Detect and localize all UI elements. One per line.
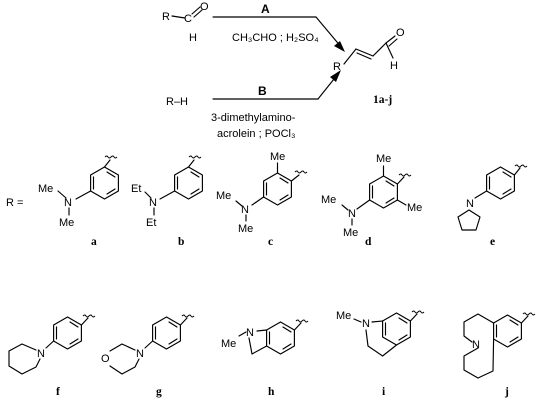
label-f: f	[56, 386, 60, 398]
a-me-2: Me	[59, 217, 74, 229]
reactant-aldehyde: R C O H	[162, 1, 209, 44]
substituent-d: Me Me N Me Me d	[321, 153, 422, 248]
r-equals-label: R =	[6, 197, 23, 209]
c-n: N	[241, 204, 249, 216]
product-h: H	[390, 60, 398, 72]
substituent-a: N Me Me a	[38, 155, 119, 248]
g-n: N	[136, 348, 144, 360]
aldehyde-r: R	[162, 11, 170, 23]
substituent-g: N O g	[101, 314, 195, 398]
h-n: N	[246, 327, 254, 339]
route-b-conditions-line2: acrolein ; POCl₃	[217, 128, 295, 140]
h-me: Me	[221, 338, 236, 350]
route-b-conditions-line1: 3-dimethylamino-	[211, 112, 296, 124]
d-me-n-1: Me	[321, 194, 336, 206]
c-me-n-1: Me	[216, 190, 231, 202]
label-a: a	[91, 236, 97, 248]
route-a-label: A	[261, 2, 270, 16]
label-i: i	[382, 386, 386, 398]
substituent-h: N Me h	[221, 319, 309, 398]
a-me-1: Me	[38, 183, 53, 195]
route-a-conditions: CH₃CHO ; H₂SO₄	[232, 32, 319, 44]
c-me-n-2: Me	[238, 223, 253, 235]
substituent-b: N Et Et b	[131, 155, 203, 248]
route-a-arrow-bend	[315, 16, 343, 49]
route-a: A CH₃CHO ; H₂SO₄	[212, 2, 345, 52]
i-me: Me	[336, 310, 351, 322]
substituent-f: N f	[8, 314, 96, 398]
label-b: b	[178, 236, 184, 248]
f-n: N	[37, 348, 45, 360]
label-g: g	[156, 386, 162, 398]
label-h: h	[268, 386, 275, 398]
g-o: O	[101, 353, 110, 365]
route-b-arrowhead	[330, 70, 341, 82]
substituent-e: N e	[457, 164, 528, 248]
product-o: O	[396, 27, 405, 39]
product-enal: R O H 1a-j	[333, 27, 405, 106]
b-et-1: Et	[131, 183, 141, 195]
j-n: N	[472, 339, 480, 351]
route-a-arrowhead	[334, 41, 345, 52]
b-et-2: Et	[146, 217, 156, 229]
route-b: R–H B 3-dimethylamino- acrolein ; POCl₃	[166, 70, 341, 140]
substituent-i: N Me i	[336, 310, 425, 398]
d-me-top: Me	[376, 153, 391, 165]
aldehyde-o: O	[200, 1, 209, 13]
product-r: R	[333, 61, 341, 73]
a-n: N	[64, 197, 72, 209]
label-j: j	[504, 386, 509, 398]
d-me-right: Me	[407, 202, 422, 214]
i-n: N	[362, 318, 370, 330]
label-d: d	[365, 236, 372, 248]
c-me-ring: Me	[270, 151, 285, 163]
d-me-n-2: Me	[343, 227, 358, 239]
aldehyde-h: H	[189, 32, 197, 44]
reactant-rh: R–H	[166, 96, 188, 108]
b-n: N	[149, 197, 157, 209]
label-e: e	[490, 236, 495, 248]
substituent-c: Me N Me Me c	[216, 151, 308, 248]
d-n: N	[348, 208, 356, 220]
e-n: N	[466, 198, 474, 210]
label-c: c	[268, 236, 273, 248]
product-label: 1a-j	[373, 94, 392, 106]
aldehyde-c: C	[184, 13, 192, 25]
route-b-label: B	[258, 84, 267, 98]
substituent-j: N j	[463, 312, 536, 398]
